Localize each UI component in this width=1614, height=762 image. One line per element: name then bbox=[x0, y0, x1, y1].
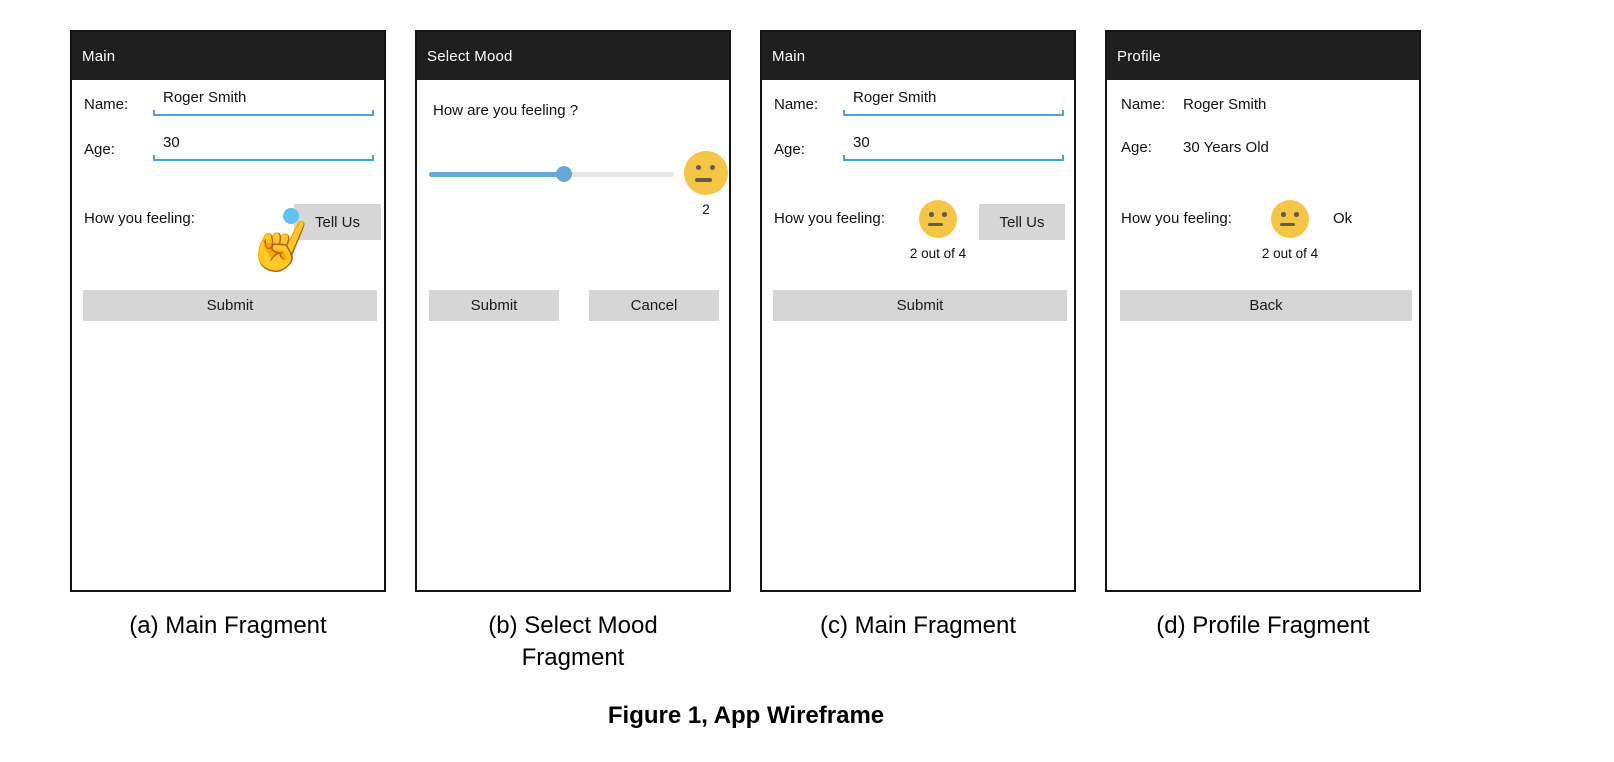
caption-a: (a) Main Fragment bbox=[129, 612, 327, 639]
neutral-face-emoji bbox=[684, 151, 728, 195]
fragment-d-title: Profile bbox=[1117, 47, 1161, 65]
age-label: Age: bbox=[84, 141, 115, 158]
figure-title: Figure 1, App Wireframe bbox=[607, 702, 885, 729]
age-value: 30 bbox=[853, 134, 870, 151]
emoji-right-eye bbox=[1294, 212, 1299, 217]
name-label: Name: bbox=[774, 96, 819, 113]
mood-rating-text: 2 out of 4 bbox=[909, 246, 967, 261]
submit-button[interactable]: Submit bbox=[773, 290, 1067, 321]
tell-us-button[interactable]: Tell Us bbox=[294, 204, 381, 240]
emoji-mouth bbox=[1280, 223, 1295, 226]
mood-rating-text: 2 out of 4 bbox=[1261, 246, 1319, 261]
fragment-c-titlebar: Main bbox=[762, 32, 1074, 80]
age-value: 30 bbox=[163, 134, 180, 151]
emoji-left-eye bbox=[1281, 212, 1286, 217]
emoji-right-eye bbox=[942, 212, 947, 217]
cancel-button[interactable]: Cancel bbox=[589, 290, 719, 321]
name-value: Roger Smith bbox=[163, 89, 247, 106]
name-input[interactable]: Roger Smith bbox=[153, 89, 374, 116]
fragment-b-title: Select Mood bbox=[427, 47, 513, 65]
fragment-a-title: Main bbox=[82, 47, 116, 65]
input-underline bbox=[843, 110, 1064, 116]
name-label: Name: bbox=[84, 96, 129, 113]
input-underline bbox=[153, 155, 374, 161]
submit-button[interactable]: Submit bbox=[429, 290, 559, 321]
emoji-left-eye bbox=[696, 165, 701, 170]
submit-button[interactable]: Submit bbox=[83, 290, 377, 321]
emoji-mouth bbox=[928, 223, 943, 226]
back-button[interactable]: Back bbox=[1120, 290, 1412, 321]
caption-b: (b) Select Mood Fragment bbox=[488, 612, 658, 671]
mood-slider[interactable] bbox=[429, 166, 674, 182]
caption-d: (d) Profile Fragment bbox=[1156, 612, 1370, 639]
age-input[interactable]: 30 bbox=[843, 134, 1064, 161]
fragment-a-titlebar: Main bbox=[72, 32, 384, 80]
neutral-face-emoji bbox=[1271, 200, 1309, 238]
tell-us-button[interactable]: Tell Us bbox=[979, 204, 1065, 240]
feeling-label: How you feeling: bbox=[84, 210, 195, 227]
fragment-c-panel: Main Name: Roger Smith Age: 30 How you f… bbox=[760, 30, 1076, 592]
feeling-label: How you feeling: bbox=[1121, 210, 1232, 227]
input-underline bbox=[153, 110, 374, 116]
emoji-right-eye bbox=[710, 165, 715, 170]
mood-score: 2 bbox=[702, 202, 710, 217]
age-input[interactable]: 30 bbox=[153, 134, 374, 161]
age-value: 30 Years Old bbox=[1183, 139, 1269, 156]
fragment-d-panel: Profile Name: Roger Smith Age: 30 Years … bbox=[1105, 30, 1421, 592]
age-label: Age: bbox=[774, 141, 805, 158]
mood-question-label: How are you feeling ? bbox=[433, 102, 579, 119]
name-value: Roger Smith bbox=[1183, 96, 1267, 113]
feeling-label: How you feeling: bbox=[774, 210, 885, 227]
mood-slider-thumb[interactable] bbox=[555, 166, 572, 182]
fragment-b-titlebar: Select Mood bbox=[417, 32, 729, 80]
name-value: Roger Smith bbox=[853, 89, 937, 106]
fragment-d-titlebar: Profile bbox=[1107, 32, 1419, 80]
neutral-face-emoji bbox=[919, 200, 957, 238]
fragment-a-panel: Main Name: Roger Smith Age: 30 How you f… bbox=[70, 30, 386, 592]
feeling-value: Ok bbox=[1333, 210, 1353, 227]
emoji-mouth bbox=[695, 178, 712, 182]
fragment-b-panel: Select Mood How are you feeling ? 2 Subm… bbox=[415, 30, 731, 592]
name-label: Name: bbox=[1121, 96, 1166, 113]
caption-c: (c) Main Fragment bbox=[819, 612, 1017, 639]
emoji-left-eye bbox=[929, 212, 934, 217]
input-underline bbox=[843, 155, 1064, 161]
slider-fill bbox=[429, 172, 564, 177]
age-label: Age: bbox=[1121, 139, 1152, 156]
name-input[interactable]: Roger Smith bbox=[843, 89, 1064, 116]
fragment-c-title: Main bbox=[772, 47, 806, 65]
